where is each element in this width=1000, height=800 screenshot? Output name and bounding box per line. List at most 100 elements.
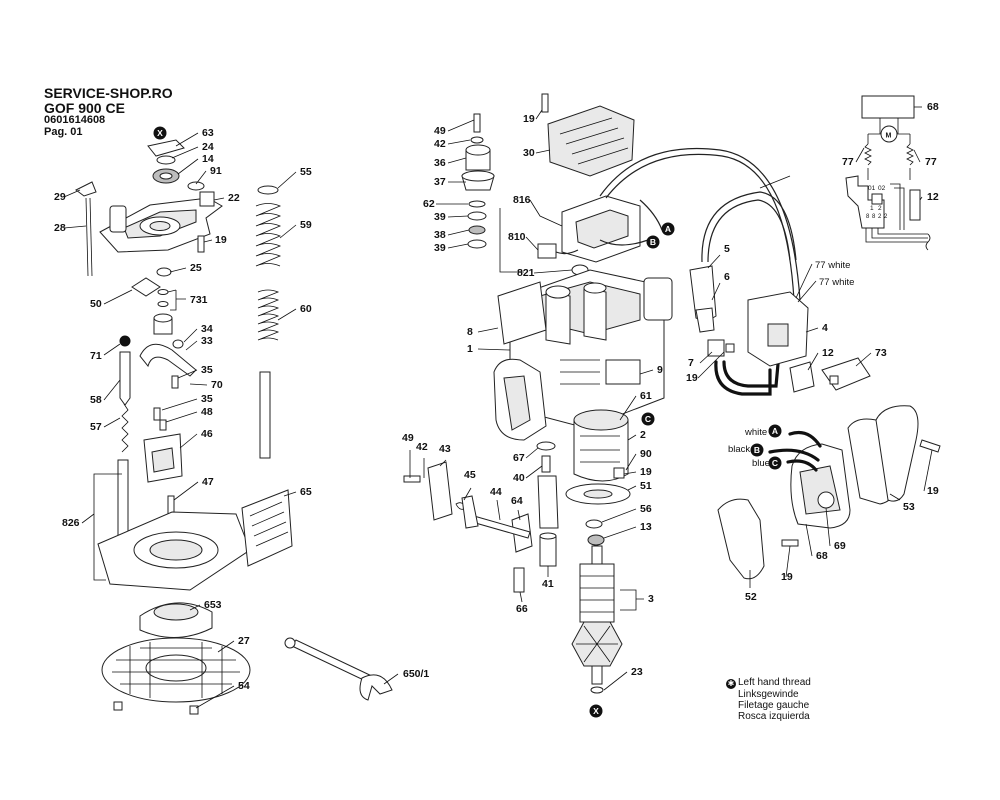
part-label: 54 bbox=[238, 680, 250, 692]
marker-a-icon: A bbox=[768, 424, 782, 438]
wire-label: white bbox=[744, 427, 767, 438]
part-label: 19 bbox=[215, 234, 227, 246]
part-label: 19 bbox=[686, 372, 698, 384]
part-label: 4 bbox=[822, 322, 828, 334]
part-label: 30 bbox=[523, 147, 535, 159]
part-label: 67 bbox=[513, 452, 525, 464]
part-label: 821 bbox=[517, 267, 535, 279]
term-1: 1 bbox=[870, 205, 874, 212]
part-label: 19 bbox=[781, 571, 793, 583]
part-label: 61 bbox=[640, 390, 652, 402]
part-label: 38 bbox=[434, 229, 446, 241]
term-s3: 2 bbox=[878, 214, 882, 220]
part-label: 42 bbox=[434, 138, 446, 150]
term-s2: 8 bbox=[872, 214, 876, 220]
part-label: 816 bbox=[513, 194, 531, 206]
part-label: 5 bbox=[724, 243, 730, 255]
term-s1: 8 bbox=[866, 214, 870, 220]
part-label: 28 bbox=[54, 222, 66, 234]
marker-letter: A bbox=[665, 224, 671, 234]
part-label: 64 bbox=[511, 495, 523, 507]
part-label: 50 bbox=[90, 298, 102, 310]
marker-c-icon: C bbox=[641, 412, 655, 426]
part-label: 53 bbox=[903, 501, 915, 513]
marker-c-icon: C bbox=[768, 456, 782, 470]
marker-letter: X bbox=[593, 706, 599, 716]
part-number: 0601614608 bbox=[44, 114, 106, 126]
part-label: 68 bbox=[927, 101, 939, 113]
page-number: Pag. 01 bbox=[44, 126, 83, 138]
part-label: 12 bbox=[822, 347, 834, 359]
part-label: 24 bbox=[202, 141, 214, 153]
leader-lines bbox=[63, 106, 933, 709]
part-label: 73 bbox=[875, 347, 887, 359]
part-label: 650/1 bbox=[403, 668, 429, 680]
part-label: 731 bbox=[190, 294, 208, 306]
thread-legend: ✱Left hand thread Linksgewinde Filetage … bbox=[726, 677, 811, 723]
wire-label: blue bbox=[752, 458, 770, 469]
part-label: 3 bbox=[648, 593, 654, 605]
part-label: 57 bbox=[90, 421, 102, 433]
base-assembly bbox=[75, 139, 393, 715]
marker-x-icon: X bbox=[589, 704, 603, 718]
wire-label: 77 white bbox=[815, 260, 850, 271]
wire-label: black bbox=[728, 444, 750, 455]
part-label: 2 bbox=[640, 429, 646, 441]
marker-letter: C bbox=[772, 458, 778, 468]
part-label: 34 bbox=[201, 323, 213, 335]
part-label: 69 bbox=[834, 540, 846, 552]
part-label: 51 bbox=[640, 480, 652, 492]
part-label: 25 bbox=[190, 262, 202, 274]
part-label: 35 bbox=[201, 364, 213, 376]
legend-line-4: Rosca izquierda bbox=[738, 711, 810, 723]
part-label: 49 bbox=[434, 125, 446, 137]
part-label: 71 bbox=[90, 350, 102, 362]
marker-b-icon: B bbox=[646, 235, 660, 249]
shop-name: SERVICE-SHOP.RO bbox=[44, 85, 173, 101]
part-label: 90 bbox=[640, 448, 652, 460]
legend-line-3: Filetage gauche bbox=[738, 700, 810, 712]
part-label: 36 bbox=[434, 157, 446, 169]
part-label: 37 bbox=[434, 176, 446, 188]
part-label: 56 bbox=[640, 503, 652, 515]
part-label: 77 bbox=[842, 156, 854, 168]
term-02: 02 bbox=[878, 185, 886, 192]
marker-a-icon: A bbox=[661, 222, 675, 236]
part-label: 9 bbox=[657, 364, 663, 376]
part-label: 42 bbox=[416, 441, 428, 453]
marker-letter: X bbox=[157, 128, 163, 138]
part-label: 22 bbox=[228, 192, 240, 204]
part-label: 14 bbox=[202, 153, 214, 165]
part-label: 653 bbox=[204, 599, 222, 611]
marker-letter: A bbox=[772, 426, 778, 436]
part-label: 12 bbox=[927, 191, 939, 203]
part-label: 23 bbox=[631, 666, 643, 678]
part-label: 66 bbox=[516, 603, 528, 615]
part-label: 65 bbox=[300, 486, 312, 498]
part-label: 62 bbox=[423, 198, 435, 210]
wiring-schematic: M 01 02 1 2 8 8 2 2 bbox=[845, 95, 931, 251]
part-label: 49 bbox=[402, 432, 414, 444]
marker-letter: B bbox=[754, 445, 760, 455]
part-label: 60 bbox=[300, 303, 312, 315]
part-label: 8 bbox=[467, 326, 473, 338]
legend-line-1: Left hand thread bbox=[738, 677, 811, 688]
term-2: 2 bbox=[878, 205, 882, 212]
part-label: 91 bbox=[210, 165, 222, 177]
switch-handle-assembly bbox=[717, 291, 941, 580]
part-label: 7 bbox=[688, 357, 694, 369]
part-label: 59 bbox=[300, 219, 312, 231]
legend-line-2: Linksgewinde bbox=[738, 689, 799, 700]
motor-symbol: M bbox=[886, 133, 892, 140]
part-label: 13 bbox=[640, 521, 652, 533]
part-label: 19 bbox=[927, 485, 939, 497]
part-label: 48 bbox=[201, 406, 213, 418]
term-01: 01 bbox=[868, 185, 876, 192]
marker-x-icon: X bbox=[153, 126, 167, 140]
part-label: 6 bbox=[724, 271, 730, 283]
part-label: 19 bbox=[523, 113, 535, 125]
